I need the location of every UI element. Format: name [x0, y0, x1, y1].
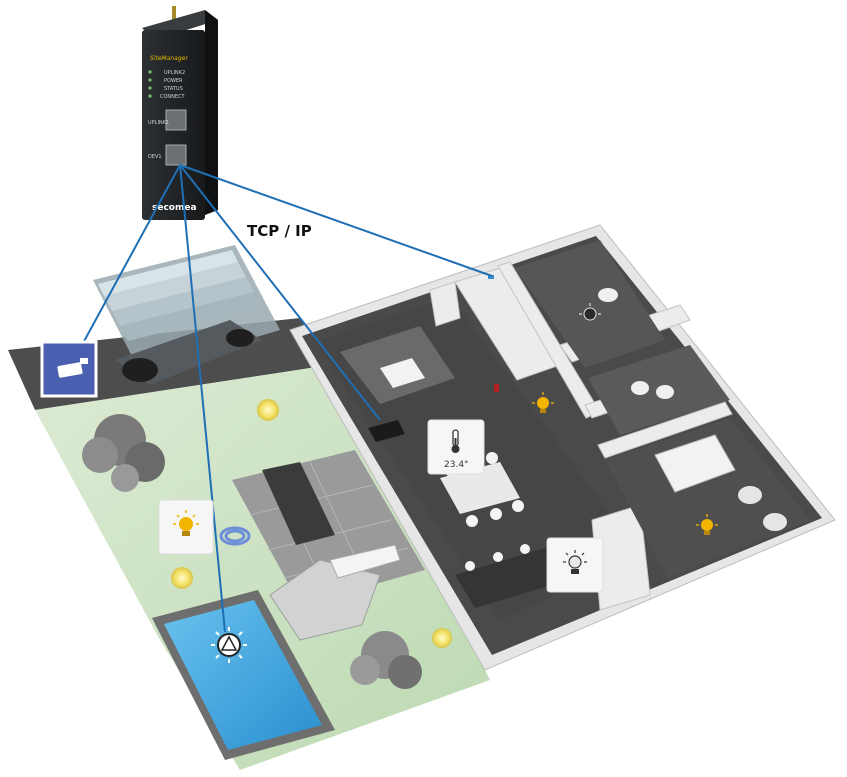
- light-bulb-icon: [563, 550, 587, 574]
- led-label: POWER: [164, 78, 183, 84]
- hose-reel: [219, 526, 251, 546]
- piano: [368, 420, 405, 442]
- led-label: CONNECT: [160, 94, 186, 100]
- connection-line-living-room: [179, 164, 381, 421]
- thermometer-icon: [451, 429, 460, 453]
- carport: [93, 245, 280, 385]
- thermostat-tile[interactable]: 23.4°: [427, 419, 485, 475]
- dev1-port[interactable]: [165, 144, 187, 166]
- router-brand: SiteManager: [150, 55, 188, 62]
- uplink1-port[interactable]: [165, 109, 187, 131]
- port-label: DEV1: [148, 154, 162, 160]
- site-manager-router[interactable]: SiteManager UPLINK2 POWER STATUS CONNECT…: [142, 6, 218, 220]
- wall-sensor: [494, 384, 499, 392]
- bathroom-fixture: [631, 381, 649, 395]
- light-bulb-icon[interactable]: [696, 514, 718, 535]
- bathroom-fixture: [598, 288, 618, 302]
- pool-pump-tile[interactable]: [211, 627, 247, 663]
- led-label: UPLINK2: [164, 70, 185, 76]
- armchair: [763, 513, 787, 531]
- camera-tile[interactable]: [40, 340, 98, 398]
- coffee-table: [380, 358, 425, 388]
- bathroom-fixture: [656, 385, 674, 399]
- tcp-ip-connections: [81, 164, 493, 633]
- garden-lamp: [432, 628, 452, 648]
- camera-icon: [57, 358, 88, 378]
- temperature-value: 23.4°: [444, 460, 469, 470]
- tree-right: [350, 631, 422, 689]
- armchair: [738, 486, 762, 504]
- router-logo: secomea: [152, 203, 197, 213]
- router-leds: UPLINK2 POWER STATUS CONNECT: [148, 70, 186, 100]
- led-label: STATUS: [164, 86, 183, 92]
- light-bulb-icon[interactable]: [532, 392, 554, 413]
- tcp-ip-label: TCP / IP: [247, 222, 312, 240]
- kitchen-stools: [465, 544, 530, 571]
- port-label: UPLINK1: [148, 120, 169, 126]
- parasol: [269, 559, 381, 641]
- garden-lamp: [257, 399, 279, 421]
- garden-light-tile[interactable]: [158, 499, 214, 555]
- kitchen-light-tile[interactable]: [546, 537, 604, 593]
- outdoor-dining-table: [262, 462, 335, 545]
- pool: [164, 600, 322, 750]
- sunbed: [329, 544, 401, 579]
- connection-line-bathroom: [179, 164, 493, 277]
- connection-line-camera: [81, 164, 181, 346]
- bed: [654, 434, 736, 493]
- connection-line-pump: [179, 164, 226, 633]
- light-bulb-icon[interactable]: [579, 303, 601, 321]
- pump-icon: [211, 627, 247, 663]
- light-bulb-icon: [173, 510, 199, 536]
- wall-sensor: [488, 275, 494, 279]
- tree-left: [82, 414, 165, 492]
- garden-lamp: [171, 567, 193, 589]
- dining-table: [440, 462, 520, 514]
- kitchen-island: [455, 545, 575, 608]
